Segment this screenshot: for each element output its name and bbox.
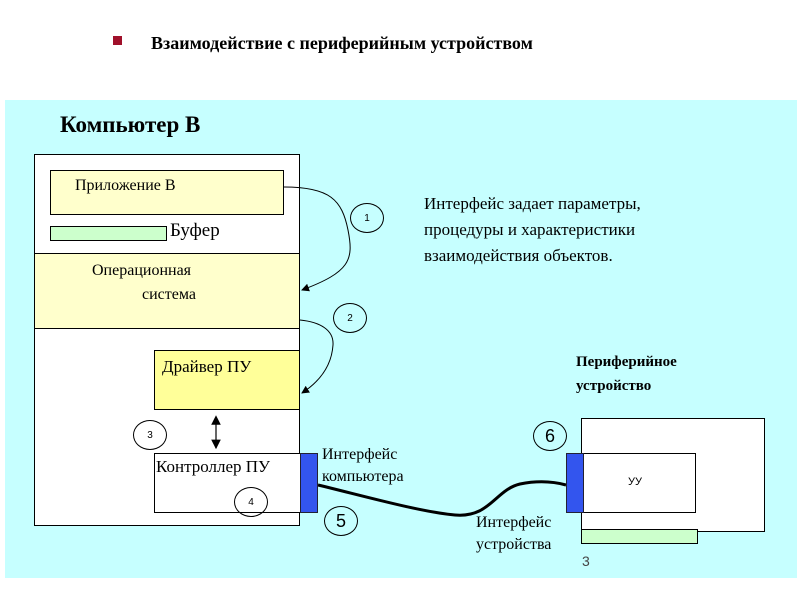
interface-description: Интерфейс задает параметры, процедуры и … [424,191,641,269]
peripheral-title-line2: устройство [576,378,652,394]
computer-interface-line2: компьютера [322,468,404,485]
driver-label: Драйвер ПУ [162,357,252,376]
device-interface-port [566,453,584,513]
buffer-bar [50,226,167,241]
application-label: Приложение В [75,177,176,194]
controller-box [154,453,318,513]
computer-title: Компьютер В [60,112,201,137]
os-label-line1: Операционная [92,262,192,279]
application-box [50,170,284,215]
step-circle-6: 6 [533,421,567,451]
controller-label: Контроллер ПУ [156,457,271,476]
description-line3: взаимодействия объектов. [424,246,613,265]
device-interface-line1: Интерфейс [476,514,552,531]
peripheral-title: Периферийное устройство [576,350,677,398]
description-line2: процедуры и характеристики [424,220,636,239]
page-number: 3 [582,553,590,569]
buffer-label: Буфер [170,220,220,241]
step-circle-2: 2 [333,303,367,333]
os-label-line2: система [142,286,196,303]
computer-interface-label: Интерфейс компьютера [322,444,404,488]
step-circle-1: 1 [350,203,384,233]
step-circle-3: 3 [133,420,167,450]
control-unit-label: УУ [628,476,642,488]
slide-title: Взаимодействие с периферийным устройство… [151,33,533,53]
device-interface-line2: устройства [476,536,552,553]
os-box [34,253,300,329]
computer-interface-port [300,453,318,513]
driver-box [154,350,300,410]
computer-interface-line1: Интерфейс [322,446,398,463]
peripheral-buffer-bar [581,529,698,544]
device-interface-label: Интерфейс устройства [476,512,551,556]
step-circle-4: 4 [234,487,268,517]
bullet-marker [113,36,122,45]
peripheral-title-line1: Периферийное [576,354,677,370]
control-unit-box [583,453,696,513]
step-circle-5: 5 [324,506,358,536]
description-line1: Интерфейс задает параметры, [424,194,641,213]
